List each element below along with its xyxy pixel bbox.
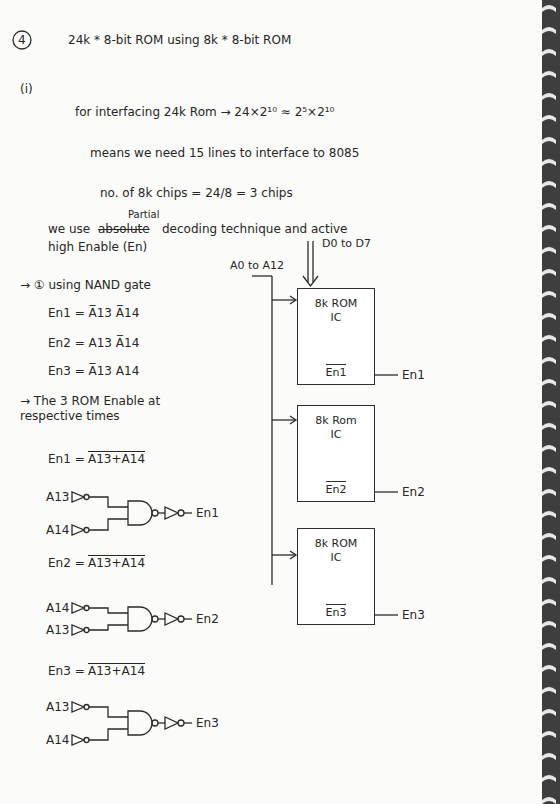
callout-number: 4 [18,33,26,48]
rom-chip: 8k Rom IC En2 [297,405,375,502]
signal-name: En1 [196,506,219,521]
pin-name: En1 [326,364,347,380]
note-line: we use [48,222,90,237]
equation: En3 = A̅13 A14 [48,364,139,379]
equation-term: A13+A14 [88,556,145,571]
signal-name: En3 [402,608,425,623]
chip-name: 8k ROM IC [310,297,362,325]
signal-name: A14 [46,601,69,616]
note-line: decoding technique and active [162,222,347,237]
equation: En3 = [48,664,85,679]
equation-term: A13+A14 [88,664,145,679]
signal-name: A13 [46,623,69,638]
step-heading: → The 3 ROM Enable at respective times [20,394,185,424]
rom-chip: 8k ROM IC En3 [297,528,375,625]
pin-name: En3 [326,604,347,620]
pin-name: En2 [326,481,347,497]
rom-chip: 8k ROM IC En1 [297,288,375,385]
signal-name: En2 [402,485,425,500]
equation: En1 = [48,452,85,467]
part-number: (i) [20,82,33,97]
note-line: for interfacing 24k Rom → 24×2¹⁰ ≈ 2⁵×2¹… [75,105,334,120]
spiral-binding [542,0,560,804]
equation: En2 = A13 A̅14 [48,336,139,351]
signal-name: En1 [402,368,425,383]
equation-term: A13+A14 [88,452,145,467]
signal-name: En3 [196,716,219,731]
page-heading: 24k * 8-bit ROM using 8k * 8-bit ROM [68,33,291,48]
signal-name: En2 [196,612,219,627]
signal-name: A13 [46,700,69,715]
note-line: high Enable (En) [48,240,147,255]
struck-word: absolute [98,222,150,237]
note-line: means we need 15 lines to interface to 8… [90,146,359,161]
bus-name: D0 to D7 [322,236,371,251]
signal-name: A13 [46,490,69,505]
step-heading: → ① using NAND gate [20,278,151,293]
chip-name: 8k Rom IC [310,414,362,442]
signal-name: A14 [46,733,69,748]
equation: En1 = A̅13 A̅14 [48,306,139,321]
signal-name: A14 [46,523,69,538]
sketch-lines [13,31,398,745]
note-line: no. of 8k chips = 24/8 = 3 chips [100,186,293,201]
bus-name: A0 to A12 [230,258,284,273]
correction-note: Partial [128,207,159,222]
chip-name: 8k ROM IC [310,537,362,565]
equation: En2 = [48,556,85,571]
